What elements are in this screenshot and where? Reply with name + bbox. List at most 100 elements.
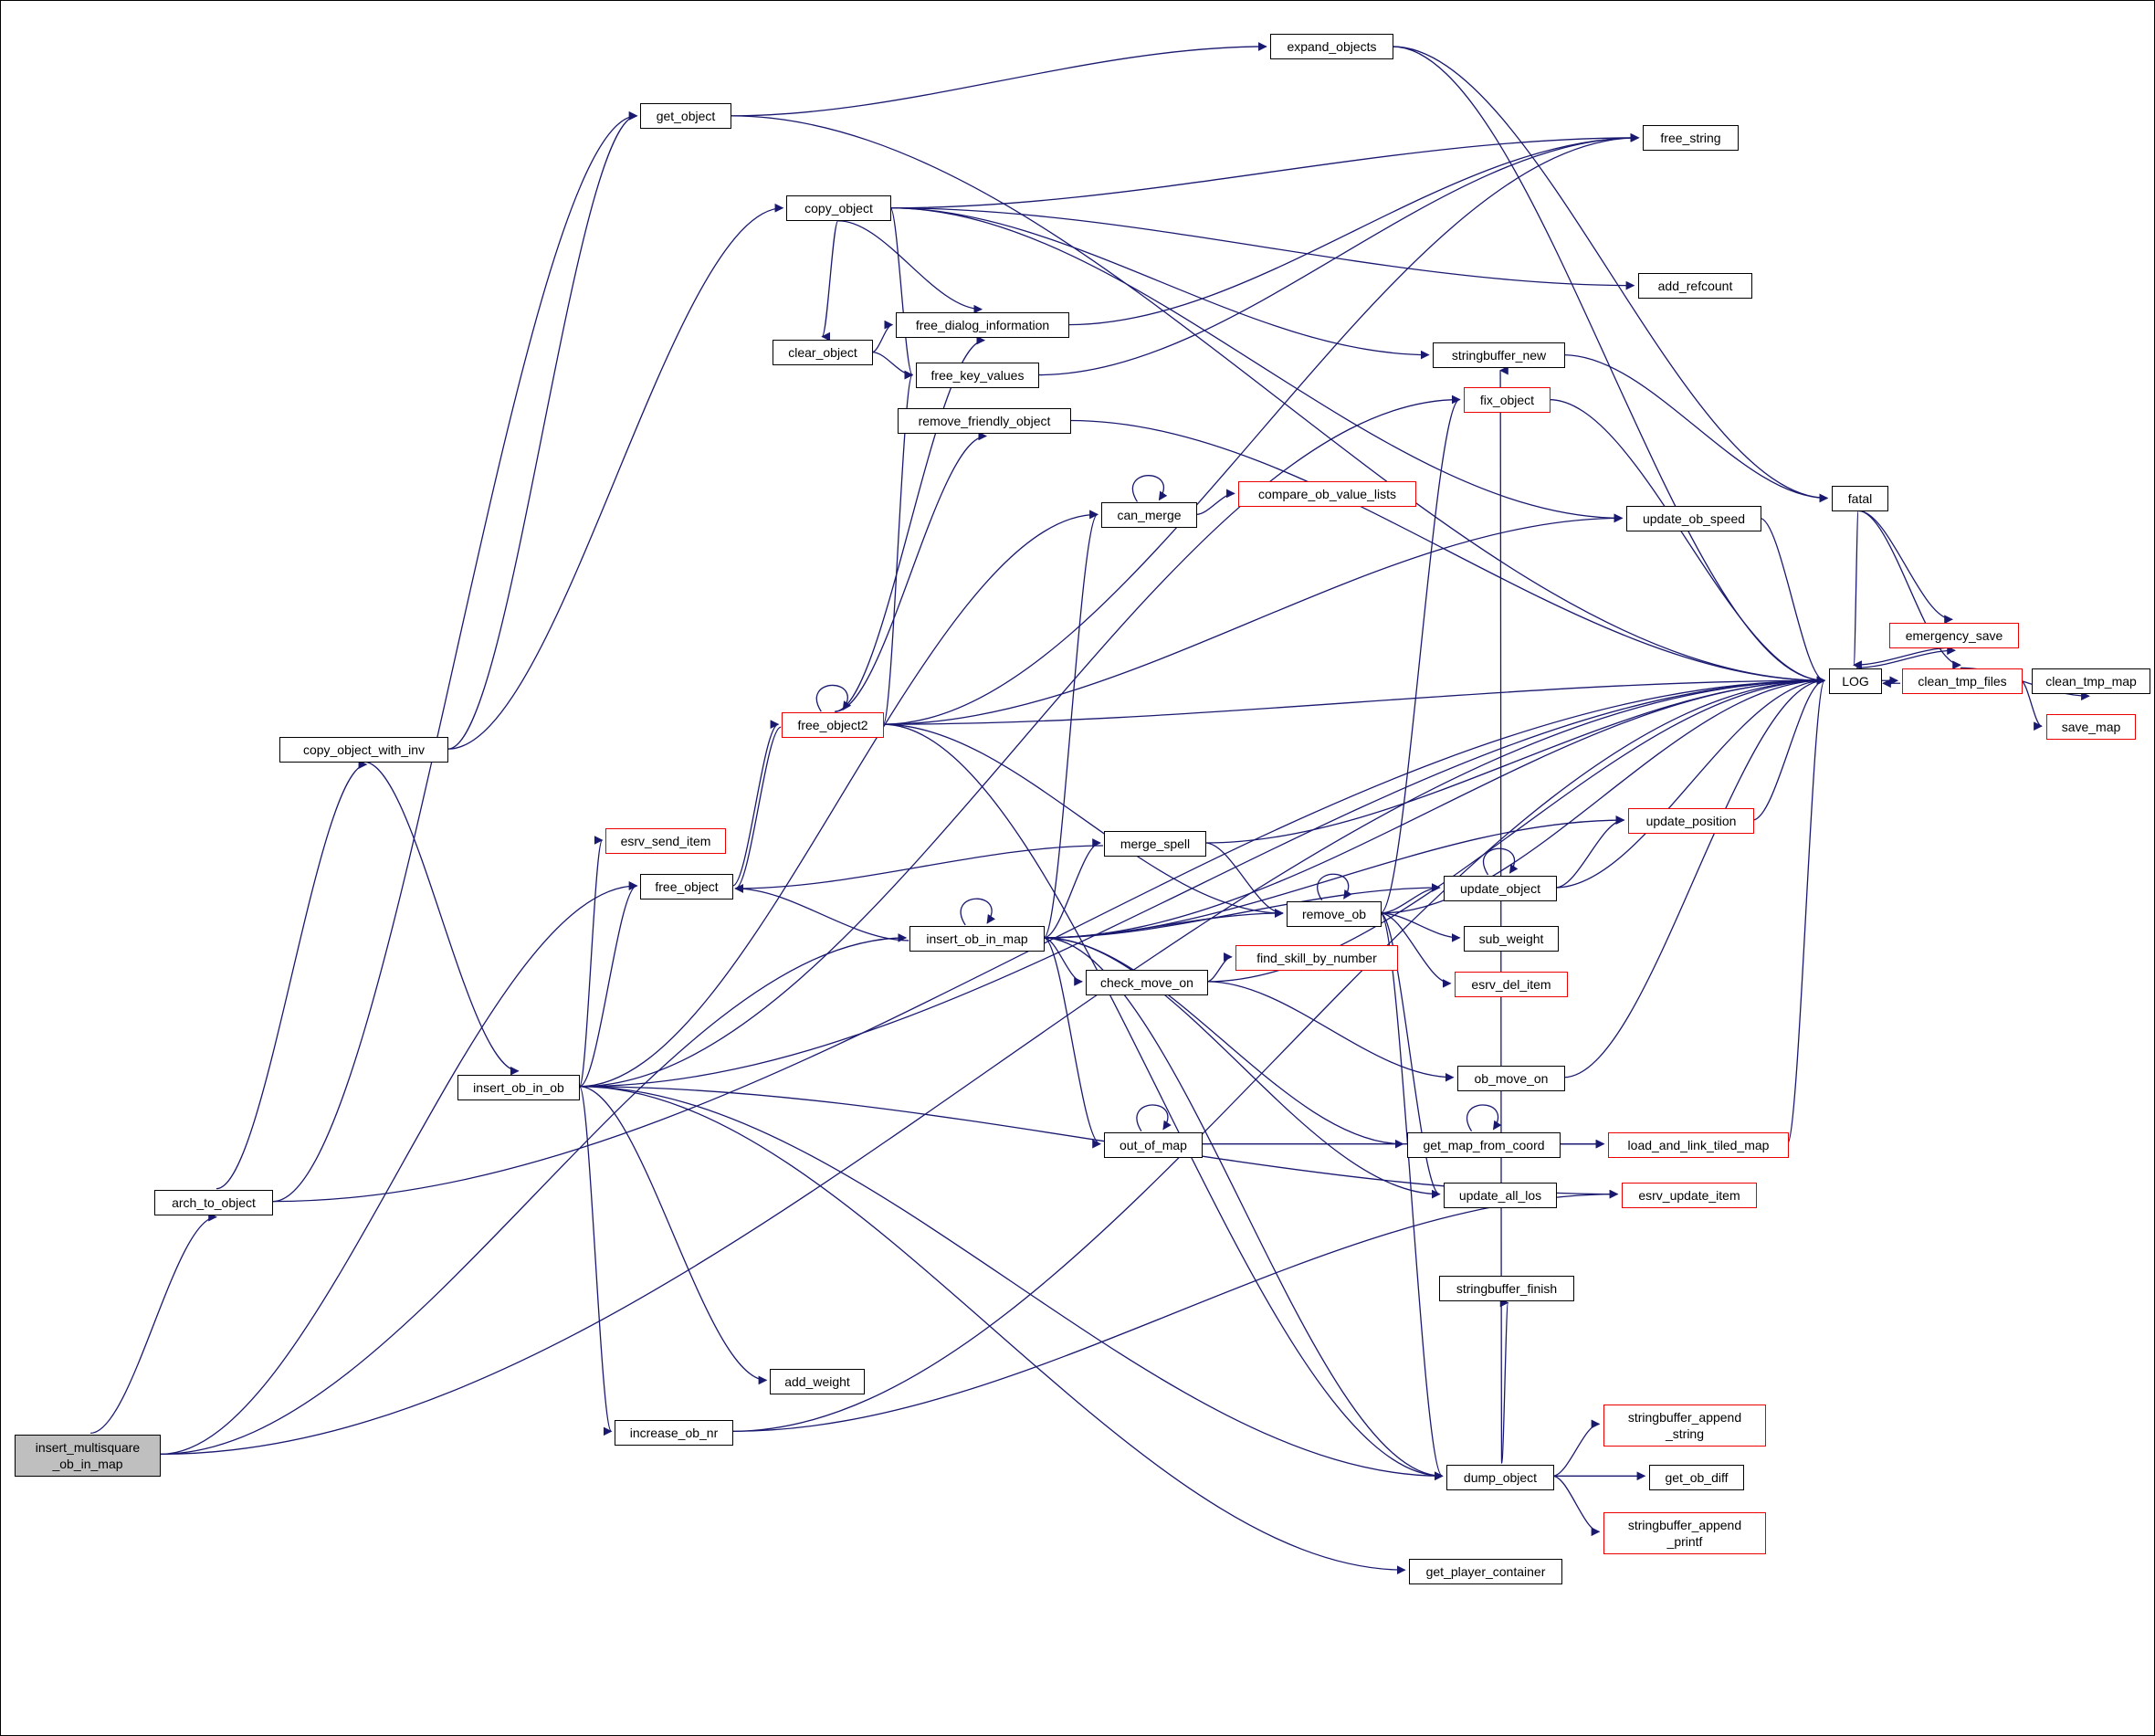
node-label: update_position bbox=[1645, 813, 1737, 828]
edge-update_position-to-LOG bbox=[1752, 676, 1826, 821]
node-compare_ob_value_lists[interactable]: compare_ob_value_lists bbox=[1238, 481, 1416, 507]
edge-free_dialog_information-to-free_string bbox=[1068, 132, 1640, 326]
node-update_ob_speed[interactable]: update_ob_speed bbox=[1626, 506, 1761, 531]
edge-free_object2-to-free_object2 bbox=[815, 684, 852, 712]
node-remove_ob[interactable]: remove_ob bbox=[1287, 901, 1382, 927]
node-copy_object_with_inv[interactable]: copy_object_with_inv bbox=[279, 737, 448, 763]
node-increase_ob_nr[interactable]: increase_ob_nr bbox=[615, 1420, 733, 1446]
node-label: fatal bbox=[1847, 490, 1873, 506]
edge-insert_ob_in_map-to-check_move_on bbox=[1043, 937, 1083, 986]
node-dump_object[interactable]: dump_object bbox=[1446, 1465, 1554, 1490]
edge-insert_ob_in_map-to-insert_ob_in_map bbox=[960, 898, 996, 926]
edge-remove_ob-to-esrv_del_item bbox=[1380, 912, 1452, 988]
node-free_string[interactable]: free_string bbox=[1643, 125, 1739, 151]
edge-update_object-to-update_position bbox=[1555, 815, 1625, 889]
node-sub_weight[interactable]: sub_weight bbox=[1464, 926, 1559, 952]
node-add_weight[interactable]: add_weight bbox=[770, 1369, 865, 1394]
edge-get_object-to-LOG bbox=[731, 115, 1826, 686]
node-update_position[interactable]: update_position bbox=[1628, 808, 1754, 834]
node-esrv_update_item[interactable]: esrv_update_item bbox=[1622, 1183, 1757, 1208]
node-fix_object[interactable]: fix_object bbox=[1464, 387, 1551, 413]
edge-remove_ob-to-LOG bbox=[1380, 676, 1826, 914]
node-LOG[interactable]: LOG bbox=[1829, 668, 1882, 694]
node-insert_ob_in_map[interactable]: insert_ob_in_map bbox=[909, 926, 1045, 952]
edge-insert_multisquare_ob_in_map-to-insert_ob_in_map bbox=[161, 933, 908, 1455]
node-clean_tmp_files[interactable]: clean_tmp_files bbox=[1902, 668, 2023, 694]
node-remove_friendly_object[interactable]: remove_friendly_object bbox=[898, 408, 1071, 434]
node-label: sub_weight bbox=[1478, 931, 1544, 946]
node-esrv_del_item[interactable]: esrv_del_item bbox=[1455, 972, 1568, 997]
node-expand_objects[interactable]: expand_objects bbox=[1270, 34, 1393, 59]
node-label: arch_to_object bbox=[172, 1194, 256, 1210]
node-free_key_values[interactable]: free_key_values bbox=[916, 363, 1039, 388]
node-can_merge[interactable]: can_merge bbox=[1101, 502, 1197, 528]
node-label: can_merge bbox=[1117, 507, 1182, 522]
node-clean_tmp_map[interactable]: clean_tmp_map bbox=[2032, 668, 2150, 694]
edge-increase_ob_nr-to-esrv_update_item bbox=[732, 1189, 1619, 1432]
edge-clean_tmp_files-to-save_map bbox=[2020, 679, 2043, 731]
edge-fatal-to-LOG bbox=[1853, 510, 1863, 669]
node-fatal[interactable]: fatal bbox=[1832, 486, 1888, 511]
node-label: _ob_in_map bbox=[52, 1457, 123, 1471]
edge-update_ob_speed-to-LOG bbox=[1760, 517, 1826, 686]
node-insert_multisquare_ob_in_map: insert_multisquare_ob_in_map bbox=[15, 1435, 161, 1477]
node-stringbuffer_finish[interactable]: stringbuffer_finish bbox=[1439, 1276, 1574, 1301]
edge-insert_ob_in_ob-to-dump_object bbox=[579, 1086, 1444, 1481]
edge-increase_ob_nr-to-LOG bbox=[732, 676, 1826, 1432]
node-update_object[interactable]: update_object bbox=[1444, 876, 1557, 901]
node-stringbuffer_append_printf[interactable]: stringbuffer_append_printf bbox=[1603, 1512, 1766, 1554]
node-load_and_link_tiled_map[interactable]: load_and_link_tiled_map bbox=[1608, 1132, 1789, 1158]
node-get_object[interactable]: get_object bbox=[640, 103, 731, 129]
node-add_refcount[interactable]: add_refcount bbox=[1638, 273, 1752, 299]
edge-remove_ob-to-sub_weight bbox=[1380, 912, 1461, 942]
edge-arch_to_object-to-copy_object_with_inv bbox=[216, 760, 368, 1190]
node-arch_to_object[interactable]: arch_to_object bbox=[154, 1190, 273, 1215]
edge-insert_ob_in_map-to-update_position bbox=[1044, 815, 1625, 939]
node-stringbuffer_append_string[interactable]: stringbuffer_append_string bbox=[1603, 1405, 1766, 1447]
edge-insert_multisquare_ob_in_map-to-arch_to_object bbox=[90, 1212, 217, 1434]
node-find_skill_by_number[interactable]: find_skill_by_number bbox=[1235, 945, 1398, 971]
node-free_object2[interactable]: free_object2 bbox=[782, 712, 884, 738]
edge-copy_object_with_inv-to-get_object bbox=[447, 111, 638, 750]
edge-insert_ob_in_ob-to-add_weight bbox=[579, 1086, 768, 1385]
node-get_ob_diff[interactable]: get_ob_diff bbox=[1649, 1465, 1744, 1490]
node-check_move_on[interactable]: check_move_on bbox=[1086, 970, 1208, 995]
node-get_player_container[interactable]: get_player_container bbox=[1409, 1559, 1562, 1584]
node-label: merge_spell bbox=[1120, 836, 1191, 851]
node-save_map[interactable]: save_map bbox=[2046, 714, 2136, 740]
edge-can_merge-to-can_merge bbox=[1131, 475, 1168, 502]
edge-copy_object_with_inv-to-copy_object bbox=[447, 203, 784, 750]
edge-copy_object-to-add_refcount bbox=[890, 207, 1635, 290]
edge-copy_object-to-free_key_values bbox=[889, 207, 914, 380]
node-label: check_move_on bbox=[1100, 974, 1193, 990]
node-get_map_from_coord[interactable]: get_map_from_coord bbox=[1407, 1132, 1561, 1158]
node-stringbuffer_new[interactable]: stringbuffer_new bbox=[1433, 342, 1565, 368]
edge-get_map_from_coord-to-get_map_from_coord bbox=[1466, 1104, 1502, 1132]
edge-remove_ob-to-fix_object bbox=[1380, 395, 1461, 914]
edge-dump_object-to-stringbuffer_append_printf bbox=[1552, 1475, 1601, 1537]
edge-dump_object-to-stringbuffer_new bbox=[1498, 369, 1508, 1464]
node-copy_object[interactable]: copy_object bbox=[786, 195, 891, 221]
node-label: esrv_send_item bbox=[620, 833, 711, 848]
node-ob_move_on[interactable]: ob_move_on bbox=[1457, 1066, 1565, 1091]
edge-insert_ob_in_map-to-out_of_map bbox=[1043, 937, 1101, 1149]
node-free_dialog_information[interactable]: free_dialog_information bbox=[896, 312, 1069, 338]
node-merge_spell[interactable]: merge_spell bbox=[1104, 831, 1206, 857]
edge-free_object-to-free_object2 bbox=[732, 720, 780, 887]
node-esrv_send_item[interactable]: esrv_send_item bbox=[605, 828, 726, 854]
node-label: esrv_update_item bbox=[1638, 1187, 1740, 1203]
edge-can_merge-to-compare_ob_value_lists bbox=[1195, 489, 1235, 516]
node-label: add_refcount bbox=[1657, 278, 1733, 293]
edge-check_move_on-to-ob_move_on bbox=[1206, 981, 1455, 1082]
edge-update_object-to-update_object bbox=[1482, 847, 1519, 876]
node-label: find_skill_by_number bbox=[1256, 950, 1377, 965]
edge-insert_ob_in_ob-to-esrv_send_item bbox=[578, 836, 604, 1088]
node-free_object[interactable]: free_object bbox=[640, 874, 733, 900]
node-insert_ob_in_ob[interactable]: insert_ob_in_ob bbox=[457, 1075, 580, 1100]
edge-free_object2-to-dump_object bbox=[883, 723, 1444, 1481]
node-clear_object[interactable]: clear_object bbox=[773, 340, 873, 365]
node-out_of_map[interactable]: out_of_map bbox=[1104, 1132, 1203, 1158]
node-emergency_save[interactable]: emergency_save bbox=[1889, 623, 2019, 648]
node-update_all_los[interactable]: update_all_los bbox=[1444, 1183, 1557, 1208]
